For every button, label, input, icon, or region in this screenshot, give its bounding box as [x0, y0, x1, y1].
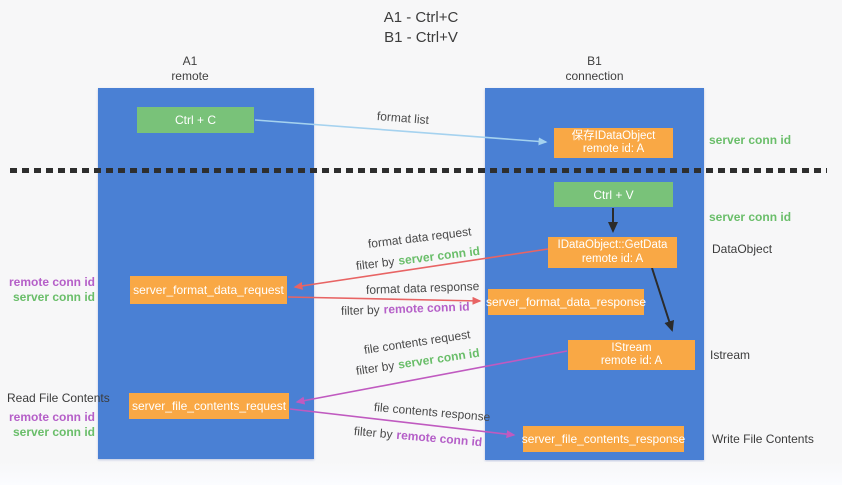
node-server-file-contents-response: server_file_contents_response	[521, 426, 686, 452]
getdata-line1: IDataObject::GetData	[557, 239, 668, 251]
node-ctrl-c: Ctrl + C	[137, 107, 254, 133]
filter-key-remote-conn-id: remote conn id	[395, 427, 483, 450]
filter-prefix: filter by	[353, 424, 394, 442]
node-idataobject-getdata: IDataObject::GetData remote id: A	[548, 237, 677, 268]
node-server-format-data-request: server_format_data_request	[130, 276, 287, 304]
right-server-conn-id-mid: server conn id	[709, 210, 792, 224]
server-format-data-response-label: server_format_data_response	[485, 295, 647, 309]
right-write-file-contents-label: Write File Contents	[712, 432, 814, 446]
file-contents-response-label: file contents response	[373, 400, 491, 425]
right-server-conn-id-top: server conn id	[709, 133, 792, 147]
format-data-response-label: format data response	[365, 279, 480, 297]
left-server-conn-id-top: server conn id	[12, 290, 95, 304]
filter-prefix: filter by	[340, 302, 380, 318]
node-istream: IStream remote id: A	[568, 340, 695, 370]
left-conn-id-pair-top: remote conn id server conn id	[0, 275, 95, 305]
phase-separator-dotted-line	[10, 168, 827, 173]
left-read-file-contents-label: Read File Contents	[7, 391, 110, 405]
node-server-file-contents-request: server_file_contents_request	[129, 393, 289, 419]
left-remote-conn-id-bottom: remote conn id	[8, 410, 95, 424]
right-dataobject-label: DataObject	[712, 242, 773, 256]
lifeline-b1-role: connection	[565, 68, 624, 83]
filter-key-server-conn-id: server conn id	[397, 243, 481, 268]
left-remote-conn-id-top: remote conn id	[8, 275, 95, 289]
diagram-title: A1 - Ctrl+C B1 - Ctrl+V	[0, 8, 842, 48]
right-istream-label: Istream	[710, 348, 751, 362]
istream-line2: remote id: A	[600, 355, 663, 367]
server-format-data-request-label: server_format_data_request	[133, 283, 284, 297]
save-idataobject-line2: remote id: A	[582, 143, 645, 155]
lifeline-a1-role: remote	[171, 68, 209, 83]
lifeline-header-b1: B1 connection	[485, 54, 704, 83]
title-line-b1: B1 - Ctrl+V	[384, 29, 458, 46]
left-server-conn-id-bottom: server conn id	[12, 425, 95, 439]
ctrl-v-label: Ctrl + V	[593, 187, 634, 202]
title-line-a1: A1 - Ctrl+C	[383, 9, 459, 26]
server-file-contents-request-label: server_file_contents_request	[131, 399, 287, 413]
getdata-line2: remote id: A	[581, 252, 644, 265]
lifeline-a1-name: A1	[182, 54, 198, 68]
lifeline-header-a1: A1 remote	[98, 54, 282, 83]
filter-prefix: filter by	[355, 254, 396, 273]
ctrl-c-label: Ctrl + C	[174, 113, 216, 127]
bottom-fade	[0, 462, 842, 485]
node-save-idataobject: 保存IDataObject remote id: A	[554, 128, 673, 158]
istream-line1: IStream	[611, 341, 652, 354]
left-conn-id-pair-bottom: remote conn id server conn id	[0, 410, 95, 440]
save-idataobject-line1: 保存IDataObject	[571, 129, 656, 142]
node-server-format-data-response: server_format_data_response	[485, 289, 647, 315]
filter-key-remote-conn-id: remote conn id	[383, 299, 470, 317]
node-ctrl-v: Ctrl + V	[554, 182, 673, 207]
format-list-label: format list	[376, 109, 430, 128]
filter-prefix: filter by	[354, 358, 396, 378]
server-file-contents-response-label: server_file_contents_response	[521, 432, 686, 446]
lifeline-b1-name: B1	[587, 54, 602, 68]
